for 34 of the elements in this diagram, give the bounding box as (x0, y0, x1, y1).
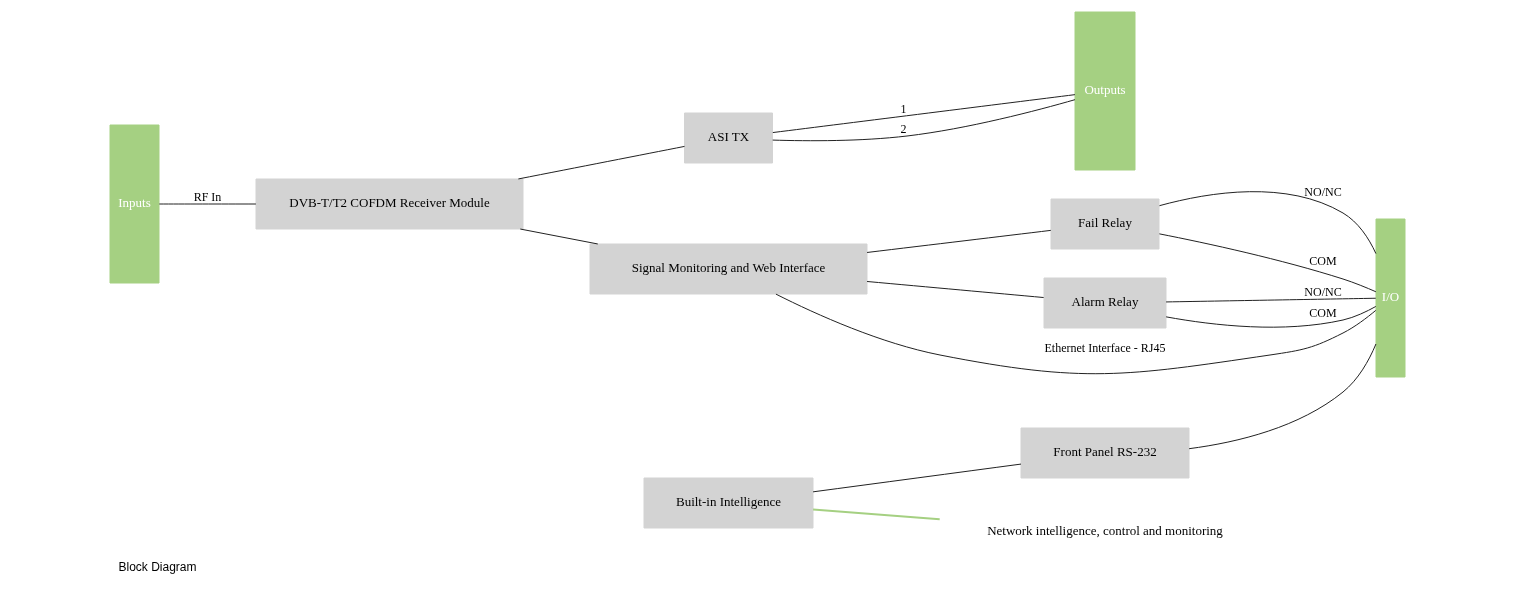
node-box: Front Panel RS-232 (1020, 427, 1190, 479)
connector (1165, 305, 1377, 328)
edge-label: 2 (900, 121, 907, 136)
node-box: Fail Relay (1050, 198, 1160, 250)
connector (812, 508, 941, 521)
connector (772, 99, 1076, 142)
edge-label: NO/NC (1304, 184, 1342, 199)
edge-label: COM (1309, 305, 1337, 320)
connector (1158, 233, 1377, 293)
node-box: ASI TX (684, 112, 773, 164)
connector (866, 229, 1052, 253)
connector (812, 463, 1022, 493)
connector (519, 228, 599, 245)
node-box: Outputs (1074, 11, 1136, 171)
node-box: Inputs (109, 124, 160, 284)
edge-label: COM (1309, 253, 1337, 268)
edge-label: 1 (900, 101, 907, 116)
connector (866, 281, 1045, 298)
connector (772, 94, 1076, 134)
connector (1165, 297, 1377, 303)
connector (1188, 343, 1377, 450)
node-box: DVB-T/T2 COFDM Receiver Module (255, 178, 524, 230)
node-box: Signal Monitoring and Web Interface (589, 243, 868, 295)
connector (1158, 191, 1377, 255)
node-box: Alarm Relay (1043, 277, 1167, 329)
edge-label: RF In (193, 189, 222, 204)
caption: Block Diagram (118, 559, 197, 574)
node-box: Built-in Intelligence (643, 477, 814, 529)
node-box: I/O (1375, 218, 1406, 378)
edge-label: NO/NC (1304, 284, 1342, 299)
connector (775, 293, 1377, 375)
edge-label: Ethernet Interface - RJ45 (1044, 340, 1166, 355)
connector (517, 145, 685, 180)
node-text: Network intelligence, control and monitoring (987, 523, 1223, 539)
